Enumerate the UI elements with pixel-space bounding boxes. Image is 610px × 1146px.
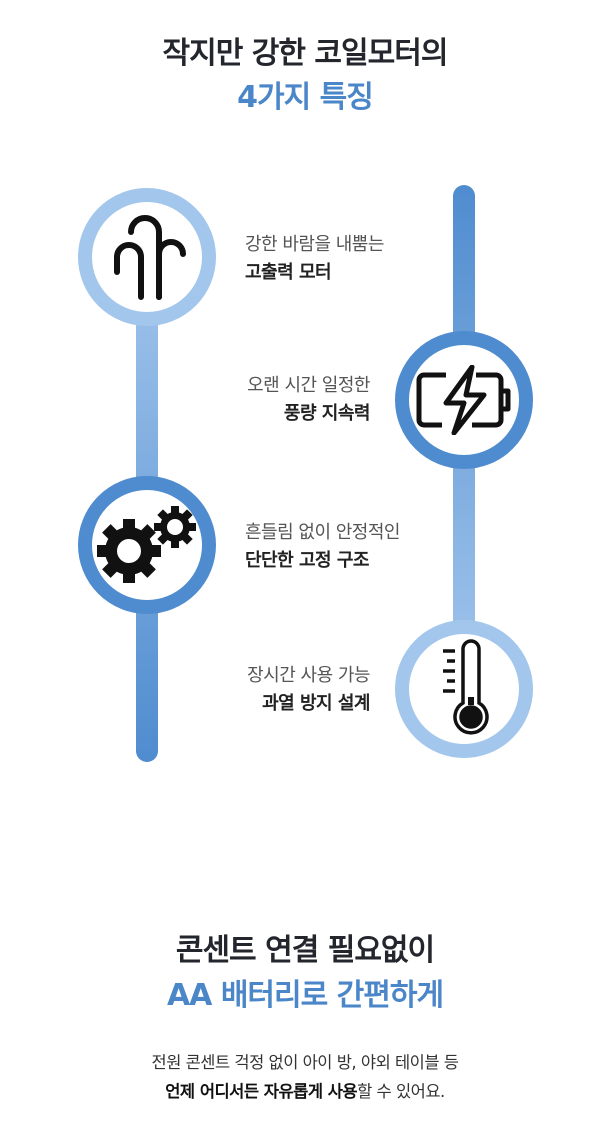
feature-text-1: 강한 바람을 내뿜는 고출력 모터: [245, 231, 384, 287]
feature-title: 단단한 고정 구조: [245, 550, 369, 571]
feature-text-2: 오랜 시간 일정한 풍량 지속력: [247, 372, 370, 428]
feature-circle-3: [78, 476, 216, 614]
feature-title: 풍량 지속력: [283, 403, 371, 424]
description-rest: 할 수 있어요.: [357, 1082, 445, 1101]
feature-sub: 장시간 사용 가능: [247, 665, 370, 686]
feature-text-4: 장시간 사용 가능 과열 방지 설계: [247, 662, 370, 718]
feature-circle-4: [395, 620, 533, 758]
feature-title: 과열 방지 설계: [262, 693, 370, 714]
description-line1: 전원 콘센트 걱정 없이 아이 방, 야외 테이블 등: [151, 1053, 459, 1072]
thermometer-icon: [443, 639, 489, 735]
wind-icon: [114, 215, 186, 300]
bottom-title-line2: AA 배터리로 간편하게: [166, 978, 444, 1013]
feature-circle-2: [395, 331, 533, 469]
description-bold: 언제 어디서든 자유롭게 사용: [165, 1082, 358, 1101]
battery-charging-icon: [416, 365, 511, 435]
feature-sub: 흔들림 없이 안정적인: [245, 522, 400, 543]
feature-title: 고출력 모터: [245, 262, 332, 283]
bottom-title-line1: 콘센트 연결 필요없이: [175, 933, 435, 968]
title-line1: 작지만 강한 코일모터의: [162, 36, 449, 71]
feature-circle-1: [78, 188, 216, 326]
feature-sub: 오랜 시간 일정한: [247, 375, 370, 396]
gears-icon: [97, 506, 196, 583]
feature-sub: 강한 바람을 내뿜는: [245, 234, 384, 255]
feature-text-3: 흔들림 없이 안정적인 단단한 고정 구조: [245, 519, 400, 575]
title-line2: 4가지 특징: [237, 80, 374, 115]
bottom-description: 전원 콘센트 걱정 없이 아이 방, 야외 테이블 등 언제 어디서든 자유롭게…: [0, 1048, 610, 1106]
